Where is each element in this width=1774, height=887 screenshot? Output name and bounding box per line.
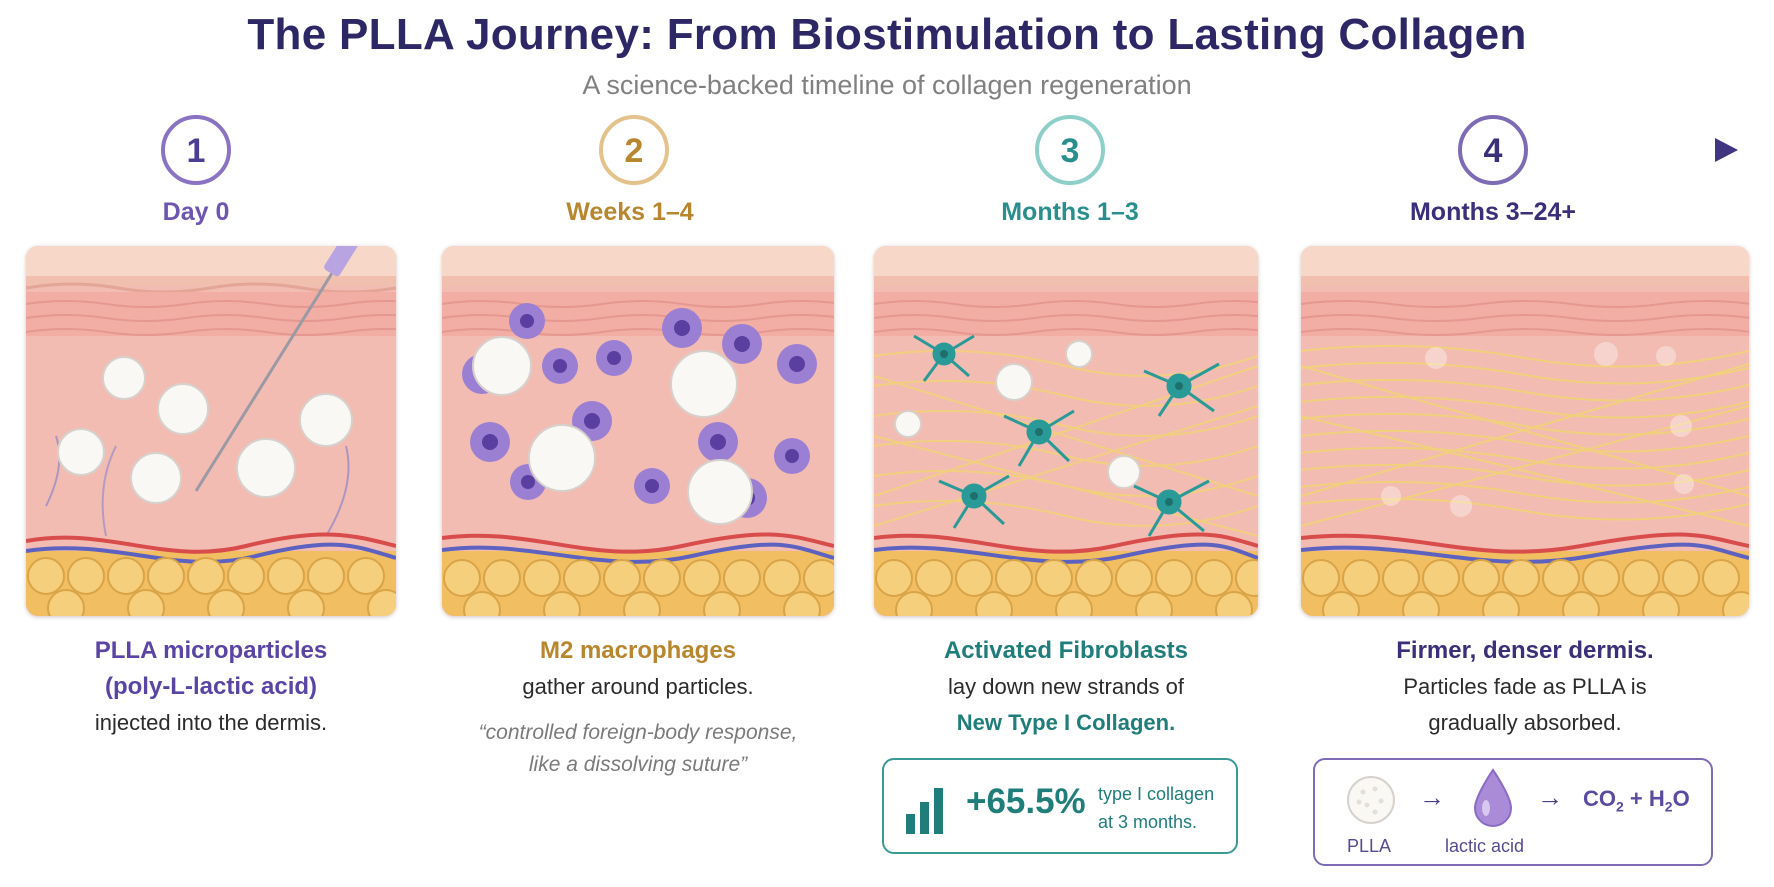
plus-sign: + — [1623, 786, 1649, 811]
arrow-icon-1: → — [1419, 782, 1445, 812]
timeline-arrowhead-icon — [1715, 138, 1738, 162]
caption-2-head: M2 macrophages — [539, 637, 737, 664]
plla-label: PLLA — [1347, 836, 1392, 856]
step-label-4: Months 3–24+ — [1409, 198, 1577, 226]
caption-step-1: PLLA microparticles (poly-L-lactic acid)… — [26, 633, 396, 741]
caption-step-2: M2 macrophages gather around particles. … — [442, 633, 834, 781]
lactic-acid-drop-icon — [1473, 768, 1513, 827]
stat-value: +65.5% — [966, 782, 1086, 821]
plla-breakdown-box: PLLA → lactic acid → CO2 + H2O — [1313, 758, 1713, 866]
skin-panel-day-0 — [26, 246, 396, 616]
step-marker-2: 2 — [599, 115, 669, 185]
timeline: 1 2 3 4 — [161, 115, 1738, 185]
caption-4-body-1: Particles fade as PLLA is — [1403, 674, 1647, 699]
lactic-acid-label: lactic acid — [1445, 836, 1525, 856]
step-number-2: 2 — [625, 132, 644, 170]
caption-2-quote-line-2: like a dissolving suture” — [528, 753, 748, 776]
skin-panel-weeks-1-4 — [442, 246, 834, 616]
step-number-3: 3 — [1061, 132, 1080, 170]
page-title: The PLLA Journey: From Biostimulation to… — [247, 10, 1527, 59]
step-marker-1: 1 — [161, 115, 231, 185]
caption-step-3: Activated Fibroblasts lay down new stran… — [874, 633, 1258, 741]
page-subtitle: A science-backed timeline of collagen re… — [582, 70, 1192, 100]
skin-panel-months-3-24 — [1301, 246, 1749, 616]
stat-note-line-1: type I collagen — [1098, 784, 1215, 804]
plla-particle-icon — [1347, 776, 1395, 824]
caption-1-head: PLLA microparticles — [94, 637, 328, 664]
caption-3-body: lay down new strands of — [947, 674, 1185, 699]
step-number-4: 4 — [1484, 132, 1503, 170]
caption-2-body: gather around particles. — [522, 674, 754, 699]
arrow-icon-2: → — [1537, 782, 1563, 812]
breakdown-products: CO2 + H2O — [1583, 786, 1690, 814]
caption-4-body-2: gradually absorbed. — [1428, 710, 1622, 735]
step-marker-4: 4 — [1458, 115, 1528, 185]
stat-note-line-2: at 3 months. — [1098, 812, 1198, 832]
caption-2-quote: “controlled foreign-body response, like … — [442, 717, 834, 781]
step-number-1: 1 — [187, 132, 206, 170]
step-marker-3: 3 — [1035, 115, 1105, 185]
bar-chart-icon — [906, 788, 943, 834]
co2-base: CO — [1583, 786, 1616, 811]
caption-2-quote-line-1: “controlled foreign-body response, — [478, 721, 798, 744]
caption-step-4: Firmer, denser dermis. Particles fade as… — [1301, 633, 1749, 741]
collagen-stat-box: +65.5% type I collagen at 3 months. — [882, 758, 1238, 854]
caption-3-head: Activated Fibroblasts — [943, 637, 1189, 664]
skin-panel-months-1-3 — [874, 246, 1258, 616]
caption-3-strong: New Type I Collagen. — [956, 710, 1176, 735]
step-label-2: Weeks 1–4 — [566, 198, 694, 226]
h2o-o: O — [1672, 786, 1690, 811]
h2o-h: H — [1648, 786, 1665, 811]
stat-note: type I collagen at 3 months. — [1098, 780, 1214, 836]
caption-1-subhead: (poly-L-lactic acid) — [104, 673, 318, 700]
step-label-3: Months 1–3 — [1001, 198, 1139, 226]
caption-1-body: injected into the dermis. — [94, 710, 328, 735]
caption-4-head: Firmer, denser dermis. — [1396, 637, 1654, 664]
step-label-1: Day 0 — [162, 198, 230, 226]
co2-subscript: 2 — [1616, 798, 1624, 815]
h2o-subscript: 2 — [1664, 798, 1673, 815]
